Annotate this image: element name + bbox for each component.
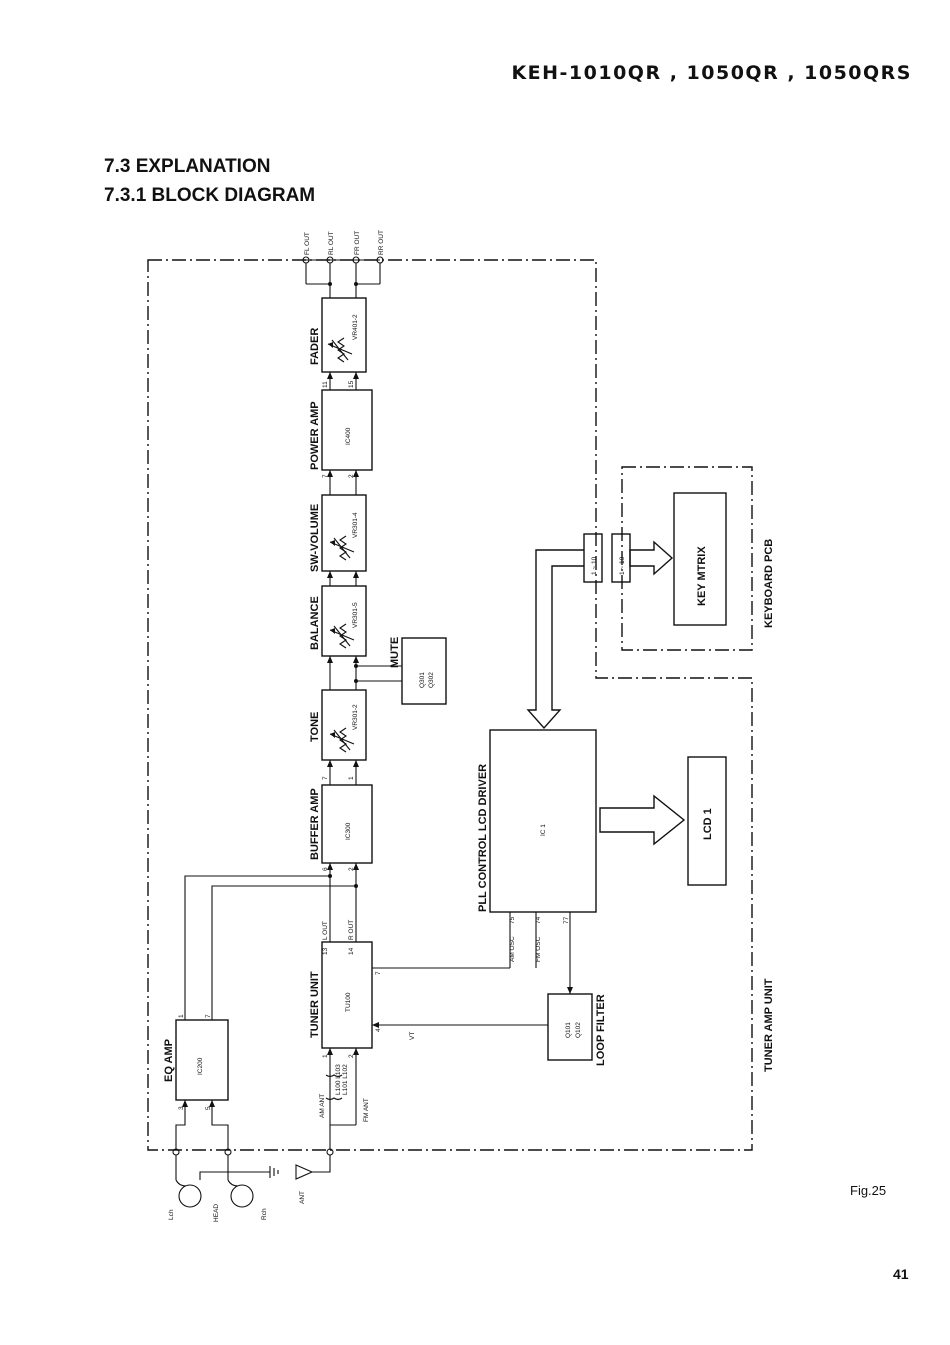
fader-label: FADER bbox=[309, 328, 321, 365]
connector-label-1: 1 ~ 10 bbox=[591, 556, 598, 575]
mute-block: MUTE Q301 Q302 bbox=[389, 637, 447, 705]
loop-filter-block: Q101 Q102 LOOP FILTER bbox=[547, 993, 607, 1066]
loop-filter-label: LOOP FILTER bbox=[595, 994, 607, 1066]
lch-jack-icon bbox=[178, 1184, 202, 1208]
keyboard-to-pll-arrow-icon bbox=[526, 549, 584, 730]
connector-to-key-arrow-icon bbox=[629, 540, 674, 576]
pin-label: 1 bbox=[348, 776, 355, 780]
output-terminals: FL OUT RL OUT FR OUT RR OUT bbox=[302, 230, 385, 298]
fader-block: VR401-2 FADER bbox=[309, 297, 367, 373]
power-amp-block: IC400 POWER AMP bbox=[309, 389, 373, 471]
pin-label: 7 bbox=[205, 1014, 212, 1018]
l-out-label: L OUT bbox=[322, 921, 329, 940]
fader-part: VR401-2 bbox=[352, 314, 359, 340]
tone-block: VR301-2 TONE bbox=[309, 689, 367, 761]
key-matrix-label: KEY MTRIX bbox=[696, 546, 708, 606]
pin-label: 7 bbox=[322, 776, 329, 780]
fl-out-label: FL OUT bbox=[304, 232, 311, 255]
pin-label: 2 bbox=[348, 1054, 355, 1058]
sw-volume-block: VR301-4 SW-VOLUME bbox=[309, 494, 367, 572]
sw-volume-part: VR301-4 bbox=[352, 512, 359, 538]
connector-label-2: 1 ~ 10 bbox=[619, 556, 626, 575]
pin-label: 15 bbox=[348, 380, 355, 388]
connector-block: 1 ~ 10 1 ~ 10 bbox=[583, 533, 631, 583]
buffer-amp-block: IC300 BUFFER AMP bbox=[309, 784, 373, 864]
pin-label: 13 bbox=[322, 947, 329, 955]
model-number-header: KEH-1010QR , 1050QR , 1050QRS bbox=[511, 62, 912, 84]
pll-block: IC 1 PLL CONTROL LCD DRIVER bbox=[477, 729, 597, 913]
coil-labels-1: L100 L103 bbox=[335, 1064, 342, 1095]
pin-label: 7 bbox=[322, 474, 329, 478]
mute-label: MUTE bbox=[389, 637, 401, 668]
pin-label: 6 bbox=[322, 867, 329, 871]
keyboard-pcb-boundary bbox=[621, 466, 753, 651]
mute-part-1: Q301 bbox=[419, 672, 426, 688]
fm-ant-label: FM ANT bbox=[363, 1098, 370, 1122]
pll-label: PLL CONTROL LCD DRIVER bbox=[477, 764, 489, 912]
pin-label: 7 bbox=[375, 971, 382, 975]
pin-label: 2 bbox=[348, 474, 355, 478]
pin-label: 1 bbox=[322, 1054, 329, 1058]
vt-label: VT bbox=[409, 1032, 416, 1040]
pin-label: 11 bbox=[322, 381, 329, 388]
loop-filter-part-1: Q101 bbox=[565, 1022, 572, 1038]
tone-label: TONE bbox=[309, 712, 321, 742]
eq-amp-part: IC200 bbox=[197, 1057, 204, 1075]
pin-label: 75 bbox=[509, 916, 516, 924]
tuner-unit-block: TU100 TUNER UNIT 13 14 7 4 1 2 bbox=[309, 941, 382, 1058]
balance-block: VR301-5 BALANCE bbox=[309, 585, 367, 657]
balance-label: BALANCE bbox=[309, 596, 321, 650]
pin-label: 3 bbox=[178, 1106, 185, 1110]
section-subtitle: 7.3.1 BLOCK DIAGRAM bbox=[104, 185, 316, 206]
lcd-label: LCD 1 bbox=[702, 808, 714, 840]
eq-amp-label: EQ AMP bbox=[163, 1039, 175, 1082]
rr-out-label: RR OUT bbox=[378, 230, 385, 255]
coil-labels-2: L101 L102 bbox=[342, 1064, 349, 1095]
head-label: HEAD bbox=[213, 1204, 220, 1222]
pin-label: 74 bbox=[535, 916, 542, 924]
buffer-amp-part: IC300 bbox=[345, 822, 352, 840]
keyboard-pcb-label: KEYBOARD PCB bbox=[763, 539, 775, 628]
input-connectors: Lch HEAD Rch ANT bbox=[168, 1148, 334, 1222]
am-osc-label: AM OSC bbox=[509, 936, 516, 962]
pin-label: 14 bbox=[348, 947, 355, 955]
lch-label: Lch bbox=[168, 1209, 175, 1220]
power-amp-label: POWER AMP bbox=[309, 401, 321, 470]
pll-part: IC 1 bbox=[540, 824, 547, 836]
tuner-amp-unit-label: TUNER AMP UNIT bbox=[763, 978, 775, 1072]
mute-part-2: Q302 bbox=[428, 672, 435, 688]
pin-label: 1 bbox=[178, 1014, 185, 1018]
section-title: 7.3 EXPLANATION bbox=[104, 156, 271, 177]
rch-jack-icon bbox=[230, 1184, 254, 1208]
pll-to-lcd-arrow-icon bbox=[599, 794, 686, 846]
key-matrix-block: KEY MTRIX bbox=[673, 492, 727, 626]
eq-amp-block: IC200 EQ AMP 1 7 3 5 bbox=[163, 1014, 229, 1110]
loop-filter-part-2: Q102 bbox=[575, 1022, 582, 1038]
figure-label: Fig.25 bbox=[850, 1183, 887, 1198]
fr-out-label: FR OUT bbox=[354, 231, 361, 255]
tuner-unit-label: TUNER UNIT bbox=[309, 971, 321, 1038]
pin-label: 2 bbox=[348, 867, 355, 871]
pin-label: 5 bbox=[205, 1106, 212, 1110]
balance-part: VR301-5 bbox=[352, 602, 359, 628]
rch-label: Rch bbox=[261, 1208, 268, 1220]
tuner-unit-part: TU100 bbox=[345, 992, 352, 1012]
tone-part: VR301-2 bbox=[352, 704, 359, 730]
antenna-icon bbox=[295, 1164, 314, 1180]
sw-volume-label: SW-VOLUME bbox=[309, 504, 321, 572]
power-amp-part: IC400 bbox=[345, 427, 352, 445]
lcd-block: LCD 1 bbox=[687, 756, 727, 886]
pin-label: 4 bbox=[375, 1028, 382, 1032]
tuner-amp-unit-boundary bbox=[147, 259, 753, 1151]
ant-label: ANT bbox=[299, 1191, 306, 1204]
buffer-amp-label: BUFFER AMP bbox=[309, 788, 321, 860]
rl-out-label: RL OUT bbox=[328, 231, 335, 255]
r-out-label: R OUT bbox=[348, 920, 355, 940]
am-ant-label: AM ANT bbox=[319, 1094, 326, 1118]
page-number: 41 bbox=[893, 1266, 909, 1282]
pin-label: 77 bbox=[563, 916, 570, 924]
fm-osc-label: FM OSC bbox=[535, 936, 542, 962]
